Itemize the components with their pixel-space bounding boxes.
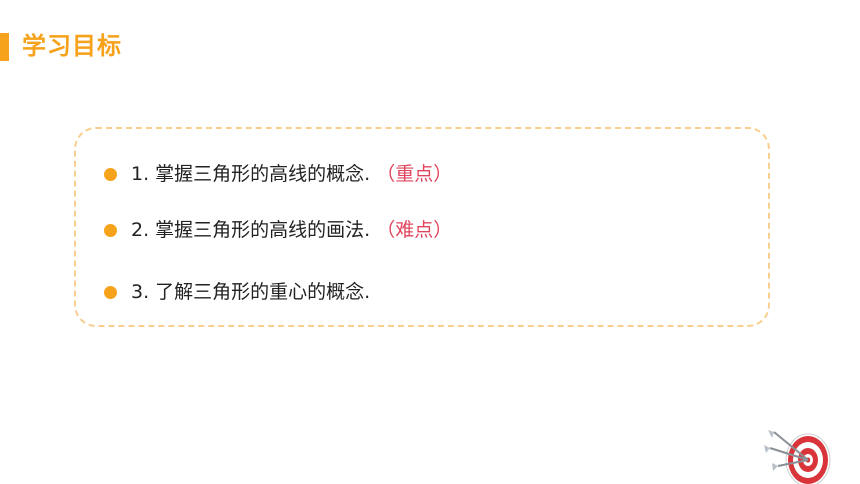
objective-item-3: 3. 了解三角形的重心的概念. (104, 275, 370, 309)
target-dart-icon (764, 430, 831, 484)
objectives-box (74, 127, 770, 327)
bullet-dot-icon (104, 167, 117, 181)
objective-item-1: 1. 掌握三角形的高线的概念. （重点） (104, 157, 452, 191)
objective-note: （难点） (376, 219, 453, 241)
bullet-dot-icon (104, 285, 117, 299)
objective-text: 1. 掌握三角形的高线的概念. (131, 163, 371, 185)
bullet-dot-icon (104, 223, 117, 237)
objective-text: 2. 掌握三角形的高线的画法. (131, 219, 371, 241)
header-accent-bar (0, 33, 9, 61)
objective-text: 3. 了解三角形的重心的概念. (131, 281, 371, 303)
page-title: 学习目标 (22, 32, 122, 60)
objective-note: （重点） (376, 163, 453, 185)
objective-item-2: 2. 掌握三角形的高线的画法. （难点） (104, 213, 452, 247)
